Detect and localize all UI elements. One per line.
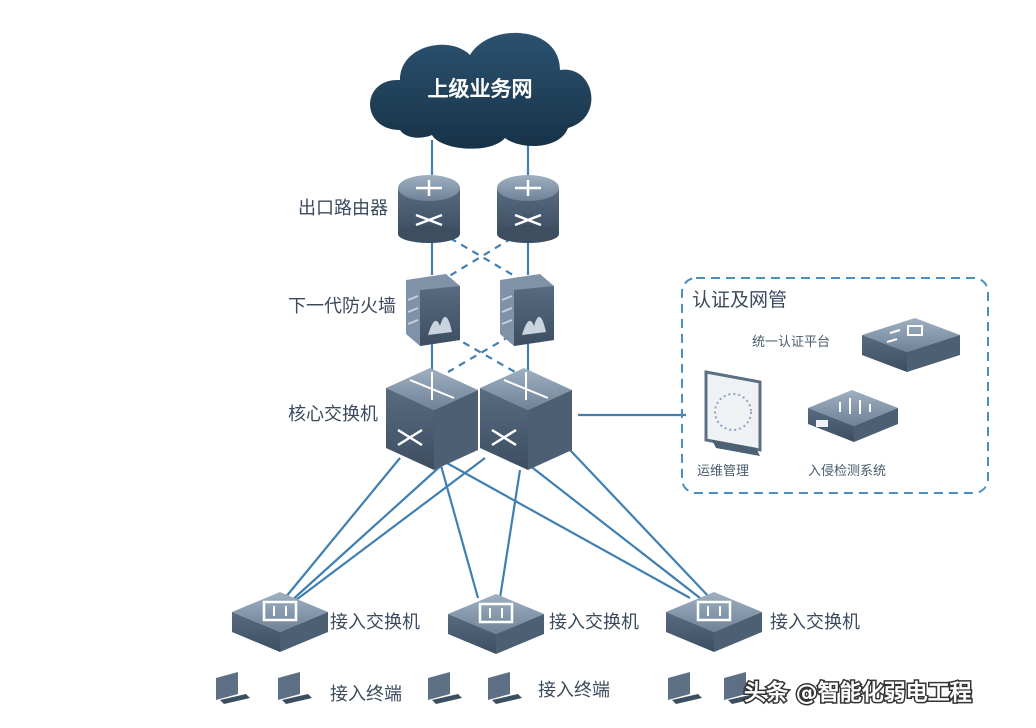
terminal-icon	[668, 672, 702, 704]
terminal-label: 接入终端	[538, 680, 610, 701]
firewall-tier-label: 下一代防火墙	[288, 296, 396, 317]
firewall-icon	[406, 274, 460, 346]
router-tier-label: 出口路由器	[298, 198, 388, 219]
ops-label: 运维管理	[697, 464, 749, 479]
access-switch-label: 接入交换机	[330, 612, 420, 633]
core-switch-icon	[386, 368, 478, 470]
mgmt-group-box	[681, 277, 989, 494]
core-tier-label: 核心交换机	[288, 404, 378, 425]
ids-icon	[808, 390, 898, 442]
terminal-icon	[488, 672, 522, 704]
cross-links	[445, 237, 519, 373]
access-switch-icon	[666, 592, 762, 652]
access-switch-label: 接入交换机	[770, 612, 860, 633]
monitor-icon	[704, 370, 762, 456]
router-icon	[398, 175, 460, 243]
terminal-icon	[428, 672, 462, 704]
terminal-icon	[724, 672, 758, 704]
terminal-icon	[278, 672, 312, 704]
cloud-label: 上级业务网	[428, 77, 533, 101]
firewall-icon	[500, 274, 554, 346]
cloud-icon	[370, 32, 592, 149]
access-switch-icon	[232, 592, 328, 652]
mgmt-title: 认证及网管	[692, 289, 787, 311]
auth-platform-icon	[862, 318, 960, 372]
watermark: 头条 @智能化弱电工程	[744, 680, 972, 706]
access-switch-label: 接入交换机	[549, 612, 639, 633]
router-icon	[497, 175, 559, 243]
ids-label: 入侵检测系统	[808, 463, 886, 479]
access-switch-icon	[448, 594, 544, 654]
auth-platform-label: 统一认证平台	[752, 335, 830, 350]
core-switch-icon	[480, 368, 572, 470]
terminal-label: 接入终端	[330, 684, 402, 705]
terminal-icon	[216, 672, 250, 704]
